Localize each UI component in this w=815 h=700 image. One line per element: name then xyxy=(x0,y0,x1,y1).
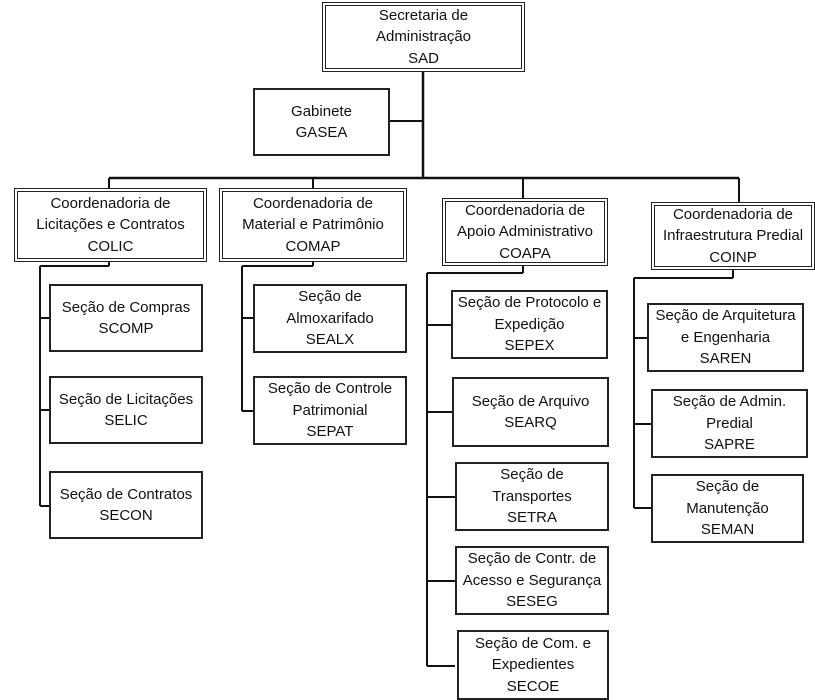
node-code: SEARQ xyxy=(504,414,557,431)
node-code: SEPEX xyxy=(504,337,555,355)
node-label: Coordenadoria de xyxy=(252,194,374,212)
node-secao-secon[interactable]: Seção de Contratos SECON xyxy=(49,471,203,539)
node-label: Seção de xyxy=(695,478,760,496)
node-code: SEALX xyxy=(305,331,355,349)
node-code: SCOMP xyxy=(98,320,154,337)
node-label: Infraestrutura Predial xyxy=(662,227,804,245)
node-label: Predial xyxy=(706,414,753,432)
node-label: Seção de xyxy=(500,466,564,484)
node-secao-selic[interactable]: Seção de Licitações SELIC xyxy=(49,376,203,444)
node-code: COMAP xyxy=(285,237,341,255)
node-label: Seção de Controle xyxy=(267,380,393,398)
node-label: Seção de Protocolo e xyxy=(457,294,602,312)
node-label: Coordenadoria de xyxy=(672,205,794,223)
node-label: Coordenadoria de xyxy=(50,194,171,212)
node-code: SAPRE xyxy=(704,436,755,454)
node-secao-searq[interactable]: Seção de Arquivo SEARQ xyxy=(452,377,609,447)
node-label: Secretaria de xyxy=(378,6,469,24)
node-secao-sepat[interactable]: Seção de Controle Patrimonial SEPAT xyxy=(253,376,407,445)
node-label: Manutenção xyxy=(686,499,769,517)
node-code: SELIC xyxy=(104,412,148,429)
node-gabinete-gasea[interactable]: Gabinete GASEA xyxy=(253,88,390,156)
node-secao-saren[interactable]: Seção de Arquitetura e Engenharia SAREN xyxy=(647,303,804,372)
node-code: SEMAN xyxy=(700,521,755,539)
node-label: Seção de Contratos xyxy=(59,485,193,503)
node-code: SEPAT xyxy=(306,423,354,441)
node-code: SETRA xyxy=(506,509,557,527)
node-label: Seção de Com. e xyxy=(475,634,591,652)
node-coordenadoria-comap[interactable]: Coordenadoria de Material e Patrimônio C… xyxy=(219,188,407,262)
node-secao-secoe[interactable]: Seção de Com. e Expedientes SECOE xyxy=(457,630,609,700)
node-label: Seção de Contr. de xyxy=(467,550,597,568)
node-label: Seção de Arquivo xyxy=(471,392,590,410)
node-label: Seção de Licitações xyxy=(58,390,194,408)
node-coordenadoria-coapa[interactable]: Coordenadoria de Apoio Administrativo CO… xyxy=(442,198,608,266)
node-code: COLIC xyxy=(87,237,134,255)
node-code: SECOE xyxy=(506,677,560,695)
node-label: Expedição xyxy=(494,315,565,333)
node-label: Transportes xyxy=(492,487,572,505)
node-secao-scomp[interactable]: Seção de Compras SCOMP xyxy=(49,284,203,352)
node-code: SAREN xyxy=(699,350,752,368)
node-label: e Engenharia xyxy=(680,328,771,346)
node-code: SAD xyxy=(408,49,439,67)
node-code: SESEG xyxy=(506,593,558,611)
node-label: Administração xyxy=(375,28,472,46)
node-coordenadoria-colic[interactable]: Coordenadoria de Licitações e Contratos … xyxy=(14,188,207,262)
node-secao-setra[interactable]: Seção de Transportes SETRA xyxy=(455,462,609,531)
node-secao-seman[interactable]: Seção de Manutenção SEMAN xyxy=(651,474,804,543)
node-label: Expedientes xyxy=(491,656,575,674)
node-secao-seseg[interactable]: Seção de Contr. de Acesso e Segurança SE… xyxy=(455,546,609,615)
node-label: Seção de Admin. xyxy=(672,393,787,411)
node-label: Licitações e Contratos xyxy=(36,216,185,234)
node-code: SECON xyxy=(99,507,153,524)
node-code: GASEA xyxy=(295,124,348,141)
node-code: COAPA xyxy=(499,244,551,262)
node-label: Seção de Compras xyxy=(61,298,191,316)
node-code: COINP xyxy=(709,248,757,266)
node-coordenadoria-coinp[interactable]: Coordenadoria de Infraestrutura Predial … xyxy=(651,202,815,270)
node-label: Seção de Arquitetura xyxy=(655,307,796,325)
node-secao-sapre[interactable]: Seção de Admin. Predial SAPRE xyxy=(651,389,808,458)
node-label: Acesso e Segurança xyxy=(462,571,602,589)
node-secao-sealx[interactable]: Seção de Almoxarifado SEALX xyxy=(253,284,407,353)
node-label: Gabinete xyxy=(291,102,352,120)
node-label: Material e Patrimônio xyxy=(242,216,384,234)
node-secretaria-sad[interactable]: Secretaria de Administração SAD xyxy=(322,2,525,72)
node-label: Seção de xyxy=(298,288,362,306)
node-label: Almoxarifado xyxy=(286,309,374,327)
node-secao-sepex[interactable]: Seção de Protocolo e Expedição SEPEX xyxy=(451,290,608,359)
node-label: Coordenadoria de xyxy=(464,201,586,219)
node-label: Apoio Administrativo xyxy=(457,223,593,241)
node-label: Patrimonial xyxy=(292,401,368,419)
